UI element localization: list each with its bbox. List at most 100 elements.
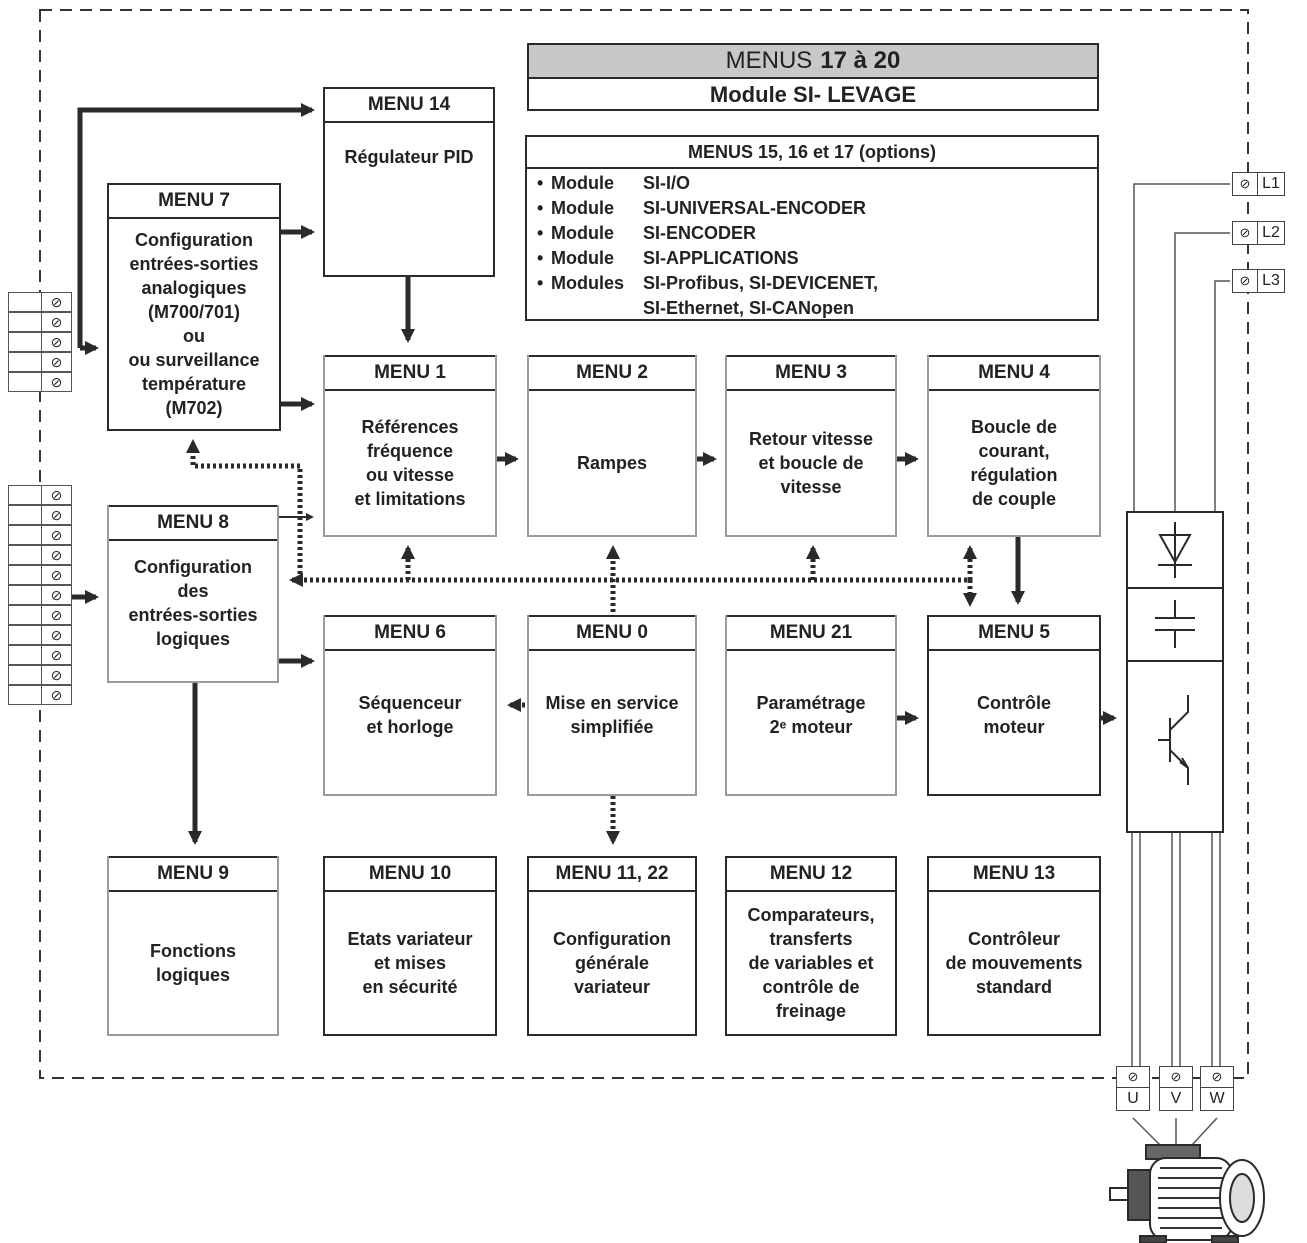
option-kind: Module <box>551 198 614 218</box>
menu-11-22-body: Configuration générale variateur <box>553 929 671 997</box>
menu-8-box: MENU 8 Configuration des entrées-sorties… <box>107 505 279 683</box>
terminal-screw-icon: ⊘ <box>1233 270 1258 292</box>
menu-3-body: Retour vitesse et boucle de vitesse <box>748 429 874 497</box>
terminal-screw-icon: ⊘ <box>50 667 63 683</box>
menu-11-22-box: MENU 11, 22 Configuration générale varia… <box>527 856 697 1036</box>
terminal-cell <box>9 333 42 351</box>
menu-2-body: Rampes <box>576 453 648 473</box>
bullet: • <box>537 248 544 268</box>
terminal-screw: ⊘ <box>8 665 72 685</box>
option-kind: Module <box>551 248 614 268</box>
motor-terminal-v: ⊘ V <box>1159 1066 1193 1111</box>
terminal-screw: ⊘ <box>8 625 72 645</box>
solid-flows <box>72 103 1117 845</box>
menu-21-title: MENU 21 <box>727 615 895 651</box>
terminal-screw: ⊘ <box>8 585 72 605</box>
option-value: SI-ENCODER <box>643 223 757 243</box>
menu-11-22-title: MENU 11, 22 <box>529 858 695 892</box>
terminal-cell <box>9 686 42 704</box>
motor-terminal-w: ⊘ W <box>1200 1066 1234 1111</box>
terminal-screw: ⊘ <box>8 685 72 705</box>
terminal-screw: ⊘ <box>8 485 72 505</box>
terminal-cell <box>9 626 42 644</box>
terminal-screw-icon: ⊘ <box>50 354 63 370</box>
menu-0-body: Mise en service simplifiée <box>545 693 679 737</box>
menu-3-title: MENU 3 <box>727 355 895 391</box>
terminal-cell <box>9 373 42 391</box>
terminal-screw: ⊘ <box>8 332 72 352</box>
terminal-cell <box>9 313 42 331</box>
menu-1-title: MENU 1 <box>325 355 495 391</box>
menu-4-body: Boucle de courant, régulation de couple <box>970 417 1058 509</box>
terminal-cell <box>9 586 42 604</box>
terminal-screw-icon: ⊘ <box>50 627 63 643</box>
terminal-label: L1 <box>1262 175 1280 192</box>
terminal-screw: ⊘ <box>8 505 72 525</box>
terminal-cell <box>9 666 42 684</box>
terminal-label: V <box>1170 1090 1182 1107</box>
terminal-screw: ⊘ <box>8 352 72 372</box>
menus-17-20-title: MENUS 17 à 20 <box>529 45 1097 79</box>
supply-terminal-l3: ⊘ L3 <box>1232 269 1285 293</box>
menu-4-title: MENU 4 <box>929 355 1099 391</box>
bullet: • <box>537 198 544 218</box>
terminal-screw-icon: ⊘ <box>1160 1067 1192 1088</box>
terminal-screw-icon: ⊘ <box>50 527 63 543</box>
menu-3-box: MENU 3 Retour vitesse et boucle de vites… <box>725 355 897 537</box>
menu-8-body: Configuration des entrées-sorties logiqu… <box>128 557 258 649</box>
option-value: SI-Profibus, SI-DEVICENET, SI-Ethernet, … <box>643 273 879 318</box>
transistor-igbt-icon <box>1158 695 1189 785</box>
menu-14-box: MENU 14 Régulateur PID <box>323 87 495 277</box>
menu-21-box: MENU 21 Paramétrage 2ᵉ moteur <box>725 615 897 796</box>
terminal-screw: ⊘ <box>8 525 72 545</box>
terminal-cell <box>9 353 42 371</box>
terminal-screw-icon: ⊘ <box>1233 173 1258 195</box>
menu-0-box: MENU 0 Mise en service simplifiée <box>527 615 697 796</box>
menu-10-body: Etats variateur et mises en sécurité <box>347 929 473 997</box>
terminal-screw: ⊘ <box>8 545 72 565</box>
menu-7-title: MENU 7 <box>109 185 279 219</box>
menu-14-body: Régulateur PID <box>344 147 474 167</box>
bullet: • <box>537 273 544 293</box>
menu-0-title: MENU 0 <box>529 615 695 651</box>
options-title: MENUS 15, 16 et 17 (options) <box>527 137 1097 169</box>
arrow-terminals-to-menu14 <box>77 103 315 348</box>
menu-6-box: MENU 6 Séquenceur et horloge <box>323 615 497 796</box>
option-kind: Module <box>551 223 614 243</box>
menu-12-body: Comparateurs, transferts de variables et… <box>747 905 875 1021</box>
menu-7-body: Configuration entrées-sorties analogique… <box>128 230 260 418</box>
terminal-cell <box>9 293 42 311</box>
terminal-screw: ⊘ <box>8 565 72 585</box>
menus-17-20-box: MENUS 17 à 20 Module SI- LEVAGE <box>527 43 1099 111</box>
terminal-screw: ⊘ <box>8 645 72 665</box>
menu-5-title: MENU 5 <box>929 617 1099 651</box>
terminal-cell <box>9 526 42 544</box>
terminal-cell <box>9 546 42 564</box>
menu-9-body: Fonctions logiques <box>150 941 236 985</box>
terminal-screw-icon: ⊘ <box>50 507 63 523</box>
terminal-screw-icon: ⊘ <box>50 314 63 330</box>
bullet: • <box>537 223 544 243</box>
terminal-screw-icon: ⊘ <box>50 567 63 583</box>
menu-5-box: MENU 5 Contrôle moteur <box>927 615 1101 796</box>
terminal-screw-icon: ⊘ <box>50 607 63 623</box>
menu-9-box: MENU 9 Fonctions logiques <box>107 856 279 1036</box>
menus-title-range: 17 à 20 <box>820 47 901 74</box>
menu-21-body: Paramétrage 2ᵉ moteur <box>756 693 866 737</box>
menu-13-body: Contrôleur de mouvements standard <box>945 929 1083 997</box>
terminal-cell <box>9 566 42 584</box>
menu-2-box: MENU 2 Rampes <box>527 355 697 537</box>
terminal-label: L2 <box>1262 224 1280 241</box>
terminal-screw-icon: ⊘ <box>50 647 63 663</box>
menu-10-box: MENU 10 Etats variateur et mises en sécu… <box>323 856 497 1036</box>
menu-10-title: MENU 10 <box>325 858 495 892</box>
bullet: • <box>537 173 544 193</box>
module-levage-title: Module SI- LEVAGE <box>709 82 917 107</box>
terminal-screw-icon: ⊘ <box>50 587 63 603</box>
terminal-screw: ⊘ <box>8 292 72 312</box>
